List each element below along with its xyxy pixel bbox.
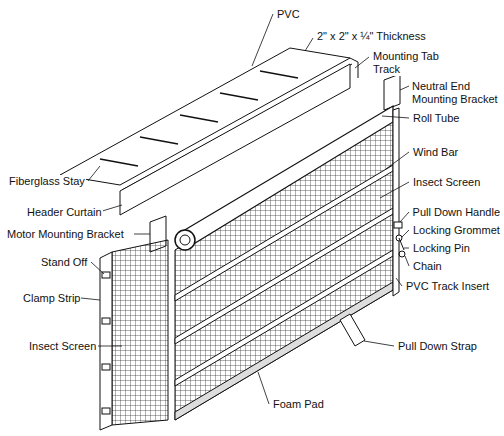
pvc-track: [393, 108, 399, 296]
part-label: Neutral End Mounting Bracket: [411, 80, 501, 106]
foam-pad: [175, 282, 393, 420]
neutral-end-bracket: [384, 74, 400, 110]
part-label: Chain: [412, 260, 443, 273]
stand-off: [102, 272, 110, 414]
pull-down-handle: [394, 222, 402, 228]
part-label: Locking Grommet: [412, 224, 501, 237]
front-screen: [175, 120, 393, 420]
insect-screen: [112, 240, 168, 425]
part-label: Pull Down Strap: [397, 340, 478, 353]
part-label: Insect Screen: [412, 176, 481, 189]
part-label: Wind Bar: [412, 146, 459, 159]
pull-down-strap: [340, 314, 365, 346]
leader-line: [81, 14, 409, 404]
part-label: Roll Tube: [412, 112, 460, 125]
roll-tube: [183, 106, 393, 248]
part-label: PVC Track Insert: [405, 280, 490, 293]
part-label: Locking Pin: [412, 242, 471, 255]
part-label: Pull Down Handle: [412, 206, 501, 219]
part-label: Mounting Tab Track: [372, 50, 444, 76]
clamp-strip: [100, 252, 112, 430]
part-label: PVC: [276, 8, 301, 21]
part-label: Header Curtain: [26, 206, 103, 219]
part-label: Insect Screen: [28, 340, 97, 353]
part-label: Foam Pad: [272, 398, 325, 411]
part-label: Fiberglass Stay: [8, 175, 86, 188]
part-label: 2" x 2" x ¼" Thickness: [316, 30, 427, 43]
part-label: Stand Off: [40, 256, 88, 269]
part-label: Motor Mounting Bracket: [6, 228, 125, 241]
part-label: Clamp Strip: [22, 292, 81, 305]
angle-piece: [350, 58, 358, 78]
